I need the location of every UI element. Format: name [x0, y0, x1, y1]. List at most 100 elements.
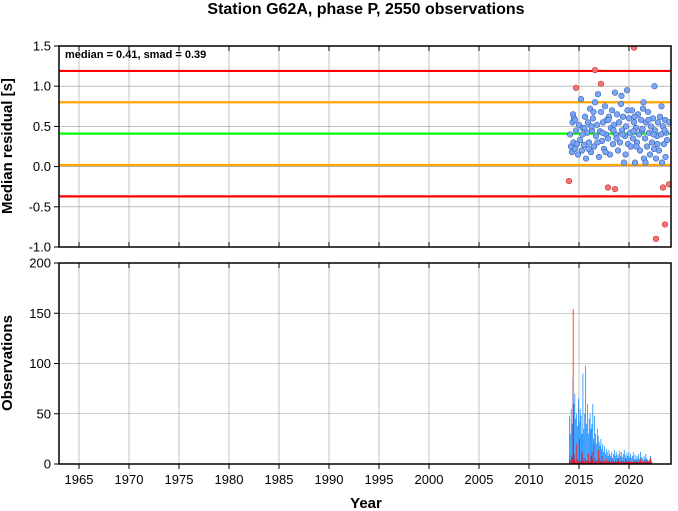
histogram-bar-red [615, 461, 617, 464]
histogram-bar-blue [602, 443, 604, 464]
histogram-bar-red [600, 460, 602, 464]
histogram-bar-red [623, 460, 624, 464]
histogram-bar-red [620, 461, 622, 464]
inlier-point [580, 141, 588, 148]
inlier-point [584, 119, 592, 126]
histogram-bar-red [569, 458, 570, 464]
inlier-point [662, 153, 669, 161]
histogram-bar-blue [614, 455, 616, 464]
histogram-bar-blue [609, 453, 611, 464]
histogram-bar-red [647, 461, 649, 464]
histogram-bar-blue [591, 423, 593, 464]
inlier-point [616, 139, 624, 146]
histogram-bar-red [602, 461, 604, 464]
inlier-point [663, 136, 671, 144]
histogram-bar-red [638, 461, 640, 464]
outlier-point [659, 184, 667, 191]
histogram-bar-red [640, 458, 641, 464]
residual-point-group [565, 46, 671, 243]
inlier-point [656, 113, 664, 120]
histogram-bar-red [598, 457, 600, 464]
histogram-bar-blue [620, 455, 622, 464]
histogram-bar-blue [625, 457, 627, 464]
histogram-bar-red [588, 461, 590, 464]
histogram-bar-blue [641, 456, 642, 464]
histogram-bar-blue [584, 413, 586, 464]
inlier-point [654, 140, 661, 148]
inlier-point [637, 116, 645, 124]
histogram-bar-red [621, 459, 623, 464]
inlier-point [619, 113, 627, 120]
inlier-point [590, 143, 598, 150]
y-tick-label: 1.0 [33, 79, 51, 94]
histogram-bar-blue [570, 408, 572, 464]
inlier-point [665, 119, 671, 126]
histogram-bar-blue [579, 408, 581, 464]
inlier-point [588, 123, 595, 130]
histogram-bar-blue [631, 457, 632, 464]
histogram-bar-red [618, 461, 620, 464]
x-tick-label: 1975 [165, 472, 194, 487]
histogram-bar-red [617, 458, 619, 464]
histogram-bar-blue [629, 456, 631, 464]
inlier-point [642, 159, 649, 166]
histogram-bar-red [629, 461, 631, 464]
histogram-bar-red [595, 458, 596, 464]
histogram-bar-red [609, 461, 611, 464]
residual-points [565, 46, 671, 243]
inlier-point [571, 116, 579, 124]
histogram-bar-red [615, 459, 616, 464]
y-tick-label: 0.5 [33, 119, 51, 134]
inlier-point [572, 127, 580, 134]
histogram-bar-red [578, 460, 579, 464]
outlier-point [611, 186, 619, 193]
inlier-point [620, 159, 628, 166]
inlier-point [590, 108, 597, 116]
histogram-bar-red [584, 461, 586, 464]
histogram-bar-blue [623, 449, 625, 464]
histogram-bar-red [608, 459, 610, 464]
histogram-bar-blue [585, 365, 586, 464]
residual-panel-frame [58, 45, 672, 248]
inlier-point [650, 131, 657, 138]
histogram-bar-blue [586, 423, 587, 464]
histogram-bar-red [573, 453, 575, 464]
x-tick-label: 1985 [265, 472, 294, 487]
histogram-bar-red [634, 459, 636, 464]
histogram-bar-red [579, 438, 580, 464]
inlier-point [608, 107, 616, 114]
histogram-bar-blue [616, 454, 618, 464]
inlier-point [658, 159, 666, 166]
histogram-bar-blue [643, 455, 645, 464]
histogram-bar-blue [627, 455, 629, 464]
inlier-point [631, 113, 638, 120]
histogram-bar-blue [605, 448, 607, 464]
inlier-point [581, 113, 589, 120]
histogram-bar-red [591, 451, 593, 464]
histogram-bar-blue [614, 449, 615, 464]
histogram-bar-blue [600, 438, 602, 464]
histogram-bar-red [625, 461, 627, 464]
histogram-bar-blue [622, 456, 623, 464]
histogram-bar-blue [638, 453, 640, 464]
inlier-point [622, 151, 629, 158]
outlier-point [652, 235, 660, 243]
outlier-point [604, 184, 612, 191]
histogram-bar-blue [645, 453, 647, 464]
histogram-bar-blue [588, 418, 590, 464]
histogram-bar-blue [637, 457, 639, 464]
histogram-bar-red [572, 309, 574, 464]
inlier-point [599, 129, 606, 136]
x-tick-label: 2005 [465, 472, 494, 487]
x-tick-label: 2020 [615, 472, 644, 487]
histogram-bar-red [636, 460, 638, 464]
inlier-point [613, 135, 620, 142]
histogram-bar-blue [594, 415, 595, 464]
histogram-bar-red [581, 451, 583, 464]
inlier-point [618, 92, 625, 99]
inlier-point [646, 151, 654, 158]
inlier-point [595, 153, 603, 161]
histogram-bar-red [628, 459, 630, 464]
outlier-point [661, 221, 669, 228]
chart-title: Station G62A, phase P, 2550 observations [207, 1, 524, 18]
